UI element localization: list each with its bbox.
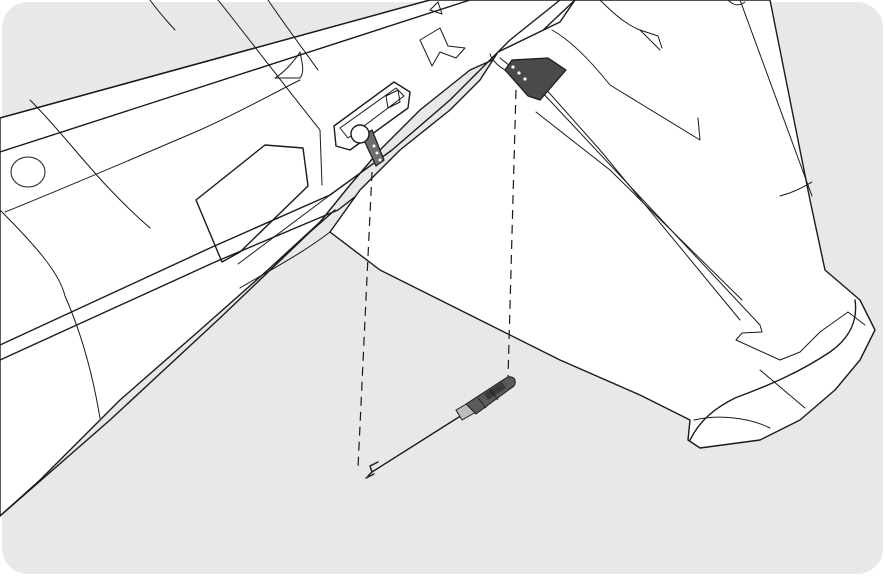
screwdriver-icon <box>365 376 516 479</box>
servo-icon <box>333 81 411 167</box>
control-horn-icon <box>489 53 567 101</box>
alignment-guides <box>357 89 517 469</box>
pushrod-icon <box>371 409 471 473</box>
